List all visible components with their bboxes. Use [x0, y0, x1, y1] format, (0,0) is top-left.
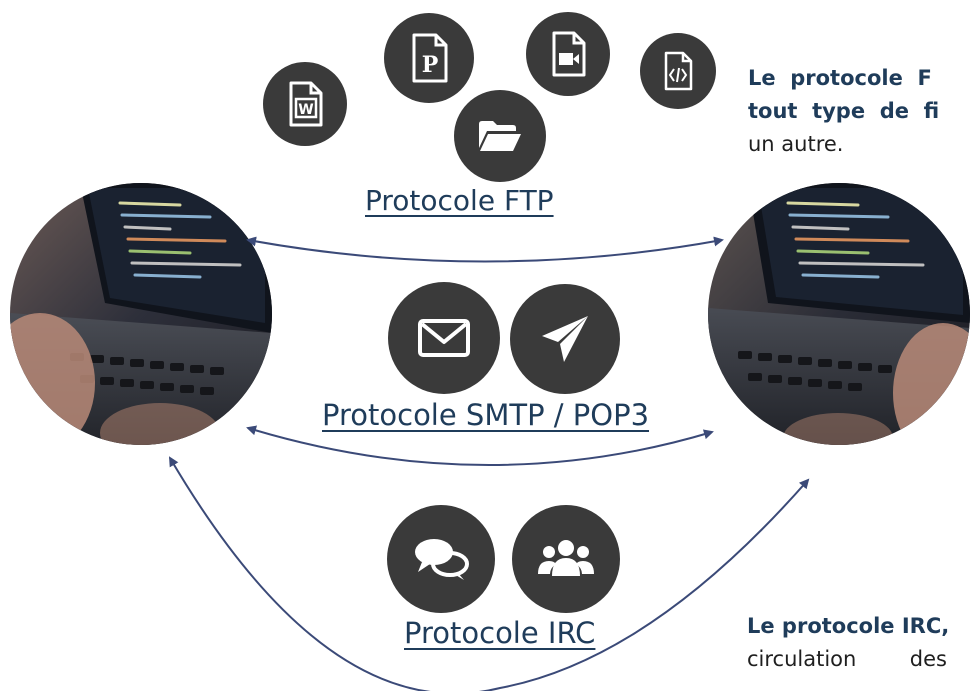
irc-description: Le protocole IRC, circulation des	[747, 610, 949, 676]
ftp-description-line-3: un autre.	[748, 132, 844, 156]
word-file-icon: W	[263, 62, 347, 146]
ftp-arrow	[246, 236, 724, 263]
smtp-label: Protocole SMTP / POP3	[322, 398, 650, 432]
envelope-icon	[388, 282, 500, 394]
folder-open-icon	[454, 90, 546, 182]
ftp-description-line-1: Le protocole F	[748, 66, 932, 90]
irc-arrow	[168, 456, 810, 691]
svg-text:W: W	[298, 102, 313, 118]
irc-description-line-1: Le protocole IRC,	[747, 614, 950, 638]
users-group-icon	[512, 505, 620, 613]
chat-bubbles-icon	[387, 505, 495, 613]
ftp-description: Le protocole F tout type de fi un autre.	[748, 62, 939, 161]
left-laptop-image	[10, 183, 272, 445]
irc-label: Protocole IRC	[404, 616, 596, 650]
pdf-file-icon: P	[384, 13, 474, 103]
smtp-arrow	[246, 425, 714, 466]
right-laptop-image	[708, 183, 970, 445]
ftp-label: Protocole FTP	[365, 184, 554, 217]
svg-text:P: P	[422, 52, 439, 78]
ftp-description-line-2: tout type de fi	[748, 99, 940, 123]
code-file-icon	[640, 33, 716, 109]
video-file-icon	[526, 12, 610, 96]
paper-plane-icon	[510, 284, 620, 394]
irc-description-line-2: circulation des	[747, 647, 947, 671]
